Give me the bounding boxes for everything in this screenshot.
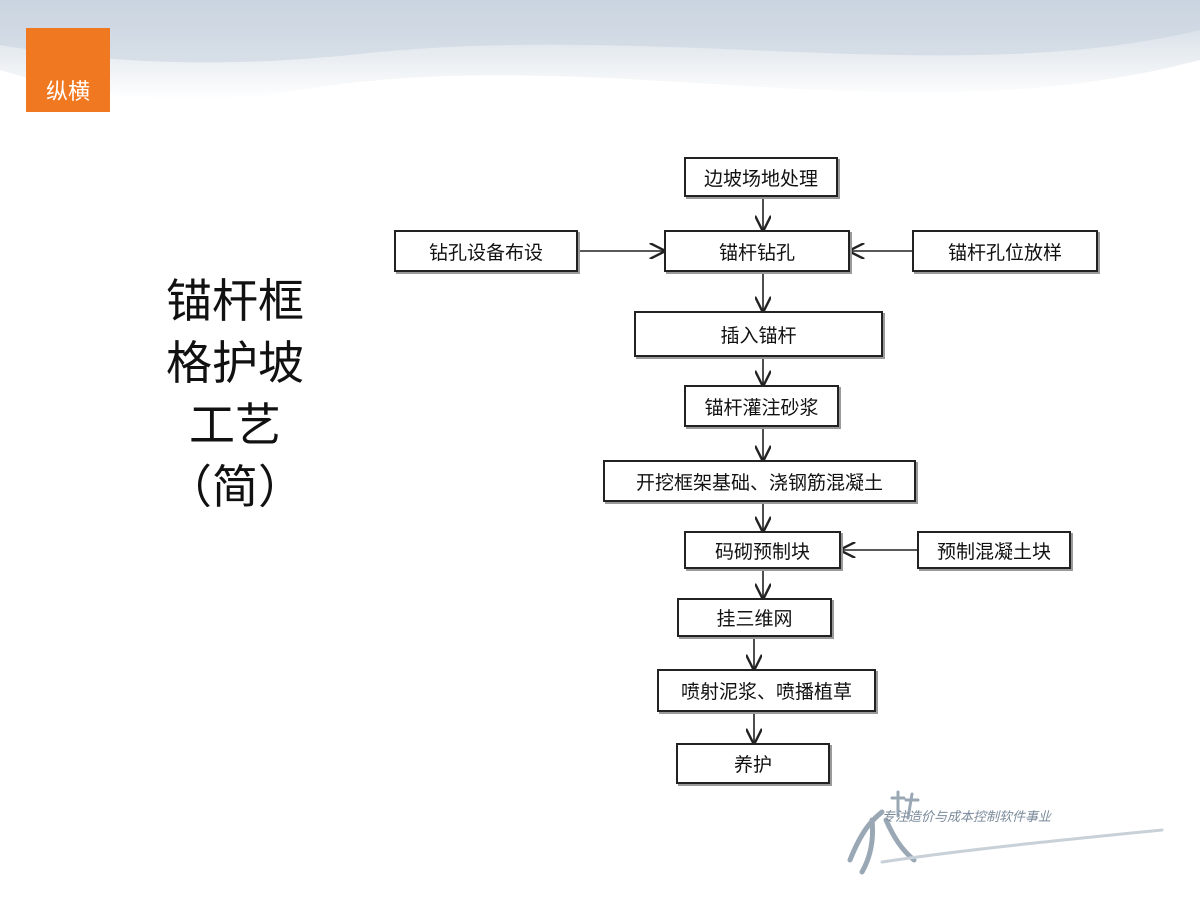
brand-slogan: 专注造价与成本控制软件事业 bbox=[882, 810, 1052, 825]
title-line-2: 格护坡 bbox=[166, 336, 304, 390]
flow-step-4: 锚杆灌注砂浆 bbox=[684, 385, 839, 427]
zongheng-calligraphy-logo bbox=[847, 790, 1164, 875]
brand-logo-text: 纵横 bbox=[45, 80, 90, 105]
brand-logo: 纵横 bbox=[26, 28, 110, 112]
flow-step-5: 开挖框架基础、浇钢筋混凝土 bbox=[603, 460, 916, 502]
flow-step-9: 养护 bbox=[676, 743, 830, 784]
flow-side-left: 钻孔设备布设 bbox=[394, 230, 578, 272]
flow-side-right-2: 预制混凝土块 bbox=[917, 531, 1071, 569]
flow-step-3: 插入锚杆 bbox=[634, 311, 883, 357]
title-line-3: 工艺 bbox=[189, 398, 281, 452]
title-line-4: （简） bbox=[166, 460, 304, 514]
flow-step-1: 边坡场地处理 bbox=[684, 157, 838, 197]
title-line-1: 锚杆框 bbox=[166, 274, 304, 328]
flow-step-6: 码砌预制块 bbox=[684, 531, 841, 569]
flow-step-7: 挂三维网 bbox=[677, 598, 832, 637]
slide-title: 锚杆框 格护坡 工艺 （简） bbox=[150, 270, 320, 518]
flow-step-8: 喷射泥浆、喷播植草 bbox=[657, 669, 876, 712]
flow-side-right-1: 锚杆孔位放样 bbox=[912, 230, 1098, 272]
flow-step-2: 锚杆钻孔 bbox=[664, 230, 850, 272]
